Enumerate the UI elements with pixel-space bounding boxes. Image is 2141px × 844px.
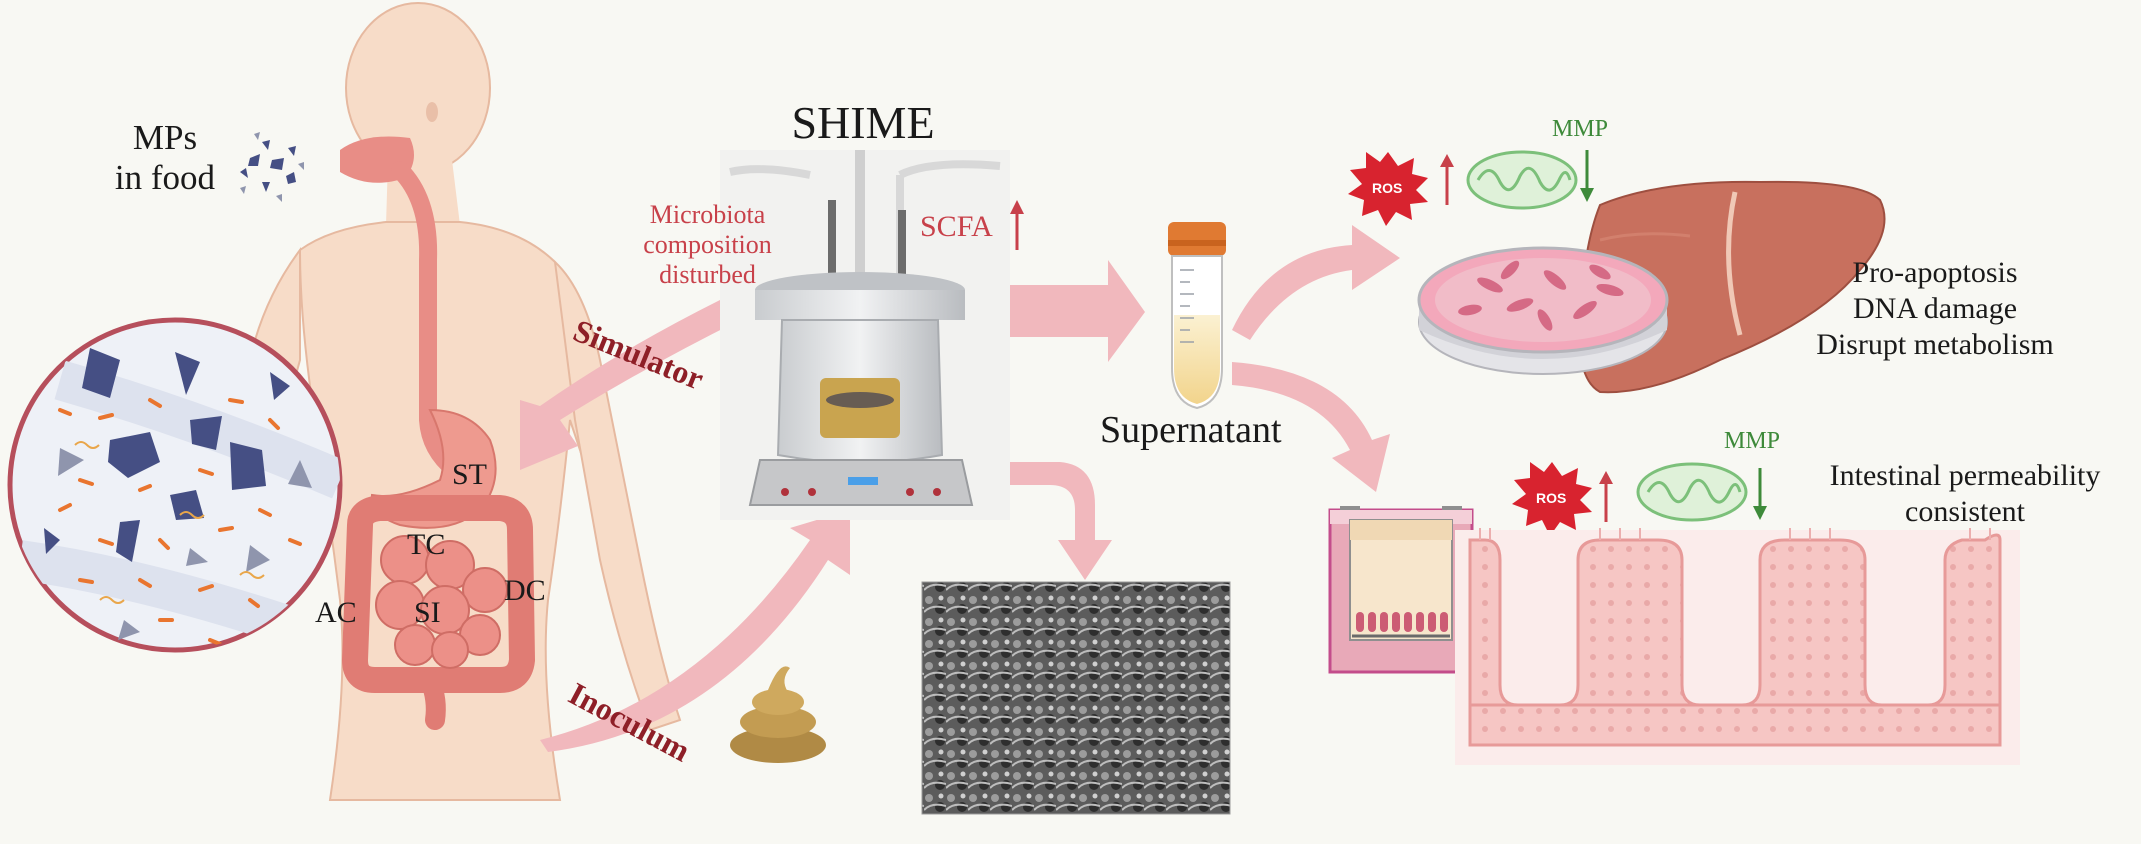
supernatant-label: Supernatant: [1100, 409, 1282, 451]
ros-label-top: ROS: [1372, 180, 1403, 196]
poop-icon: [730, 666, 826, 763]
organ-label-si: SI: [414, 596, 441, 629]
liver-effect-3: Disrupt metabolism: [1816, 328, 2054, 361]
mps-label: MPs in food: [100, 118, 230, 198]
organ-label-st: ST: [452, 458, 488, 491]
body-icon: [228, 2, 682, 801]
organ-label-dc: DC: [504, 574, 546, 607]
organ-label-ac: AC: [315, 596, 357, 629]
petri-dish-icon: [1417, 246, 1669, 375]
microplastic-icon: [240, 132, 304, 202]
transwell-icon: [1328, 506, 1474, 674]
mmp-label-bottom: MMP: [1724, 428, 1781, 454]
microbiota-line3: disturbed: [659, 260, 756, 289]
ros-burst-icon: [1348, 152, 1428, 226]
ros-label-bottom: ROS: [1536, 490, 1567, 506]
up-arrow-icon: [1599, 471, 1613, 522]
liver-effect-1: Pro-apoptosis: [1852, 256, 2018, 289]
ros-burst-icon: [1512, 462, 1592, 536]
mmp-label-top: MMP: [1552, 116, 1609, 142]
intestine-effects: Intestinal permeability consistent: [1800, 458, 2130, 530]
organ-label-tc: TC: [407, 528, 446, 561]
mitochondrion-icon: [1466, 150, 1578, 210]
tube-icon: [1168, 222, 1226, 410]
mps-label-line1: MPs: [132, 118, 198, 157]
microbiota-line2: composition: [643, 230, 772, 259]
scfa-label: SCFA: [920, 210, 993, 243]
down-arrow-icon: [1753, 468, 1767, 520]
flow-arrows: [520, 225, 1400, 752]
shime-title: SHIME: [791, 97, 935, 148]
intestine-effect-2: consistent: [1905, 495, 2025, 528]
liver-effect-2: DNA damage: [1852, 292, 2018, 325]
microbiota-label: Microbiota composition disturbed: [620, 200, 795, 290]
bioreactor-icon: [720, 150, 1010, 520]
sem-image-icon: [921, 581, 1231, 815]
villi-icon: [1455, 528, 2020, 765]
up-arrow-icon: [1440, 154, 1454, 205]
mitochondrion-icon: [1636, 462, 1748, 522]
microbiota-line1: Microbiota: [649, 200, 766, 229]
mps-label-line2: in food: [114, 158, 216, 197]
intestine-effect-1: Intestinal permeability: [1829, 459, 2101, 492]
down-arrow-icon: [1580, 150, 1594, 202]
up-arrow-icon: [1010, 200, 1024, 250]
liver-effects: Pro-apoptosis DNA damage Disrupt metabol…: [1785, 255, 2085, 363]
zoom-circle-icon: [7, 317, 343, 653]
